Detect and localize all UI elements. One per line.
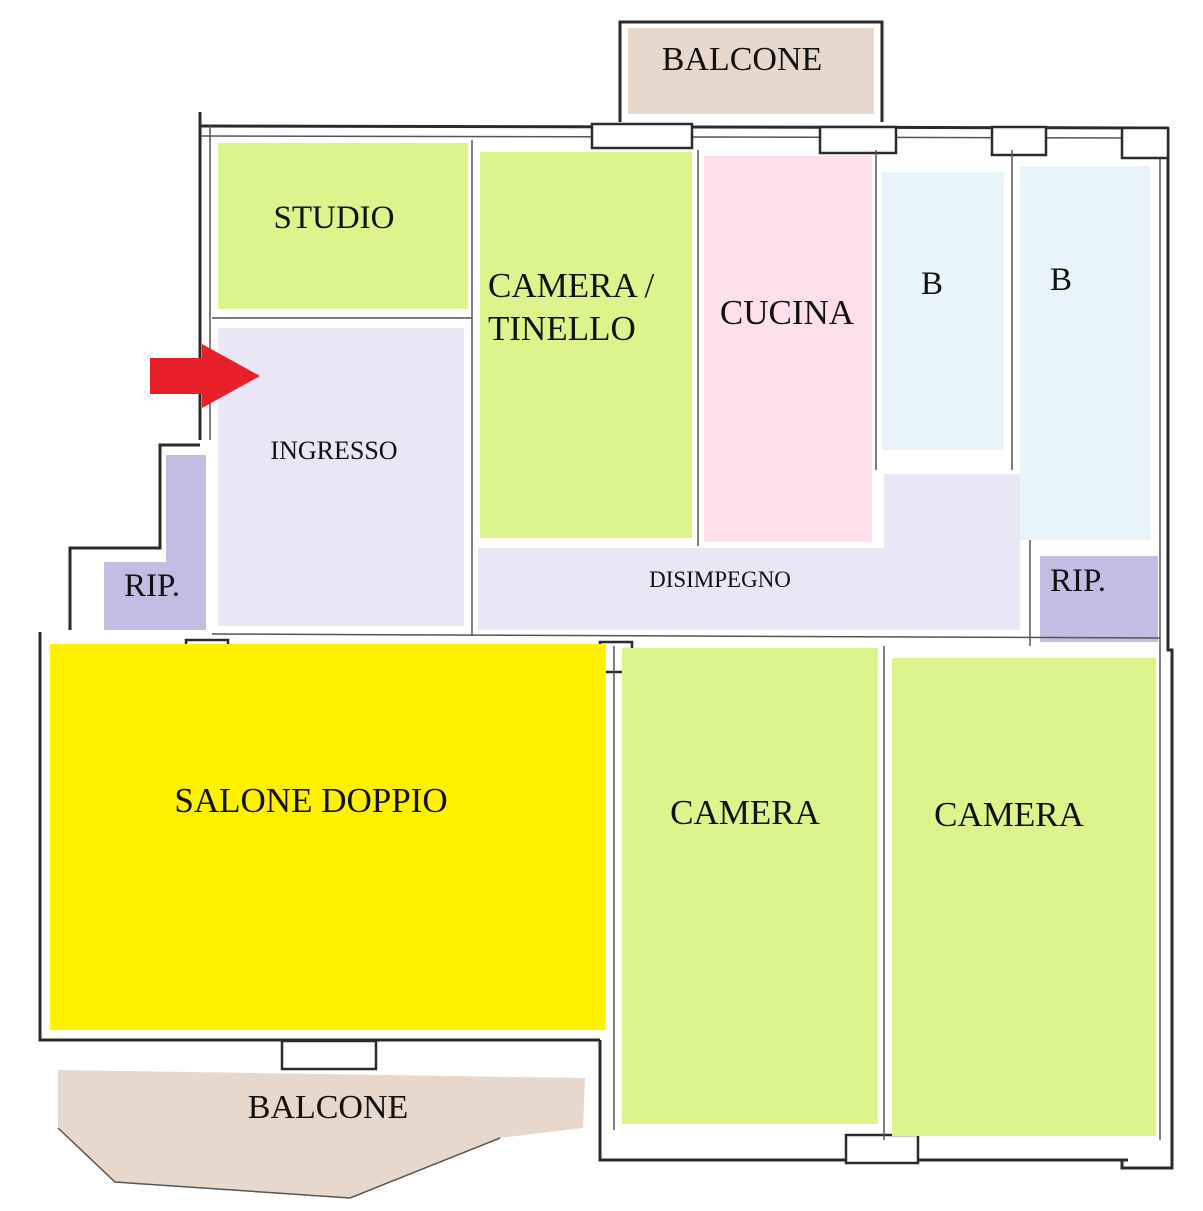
window: [844, 1133, 920, 1165]
arrow-right-icon: [150, 344, 260, 408]
camera-tinello-label-line1: CAMERA /: [488, 266, 655, 305]
bagno-2-label: B: [1050, 262, 1072, 298]
camera-1-room: [622, 648, 878, 1124]
bagno-1-room: [882, 172, 1004, 450]
disimpegno-room: [478, 474, 1020, 630]
partitions: [211, 140, 1161, 1140]
studio-label: STUDIO: [274, 200, 395, 236]
window: [1120, 126, 1170, 160]
disimpegno-label: DISIMPEGNO: [649, 567, 791, 592]
balcone-top-label: BALCONE: [662, 41, 823, 78]
camera-tinello-label-line2: TINELLO: [488, 309, 636, 348]
camera-tinello-room: [480, 152, 692, 538]
rip-left-label: RIP.: [124, 568, 180, 604]
salone-label: SALONE DOPPIO: [174, 781, 447, 820]
rooms: BALCONE STUDIO CAMERA / TINELLO CUCINA B…: [50, 28, 1158, 1199]
balcone-bottom-room: [58, 1070, 585, 1198]
rip-left-strip: [166, 455, 206, 565]
studio-room: [218, 143, 468, 309]
rip-right-label: RIP.: [1050, 563, 1106, 599]
cucina-label: CUCINA: [720, 293, 855, 332]
window: [990, 125, 1048, 157]
bagno-2-room: [1020, 166, 1150, 540]
cucina-room: [704, 156, 872, 542]
window: [280, 1039, 378, 1071]
camera-2-label: CAMERA: [934, 795, 1084, 834]
balcone-bottom-label: BALCONE: [248, 1089, 409, 1126]
walls: [38, 20, 1174, 1170]
window: [818, 125, 898, 155]
bagno-1-label: B: [921, 266, 943, 302]
ingresso-label: INGRESSO: [270, 436, 397, 465]
rip-left-room: [104, 562, 206, 630]
rip-right-room: [1040, 556, 1158, 642]
ingresso-room: [218, 328, 464, 626]
camera-1-label: CAMERA: [670, 793, 820, 832]
balcone-top-room: [628, 28, 874, 114]
camera-2-room: [892, 658, 1156, 1136]
salone-room: [50, 644, 606, 1030]
window: [590, 122, 694, 150]
